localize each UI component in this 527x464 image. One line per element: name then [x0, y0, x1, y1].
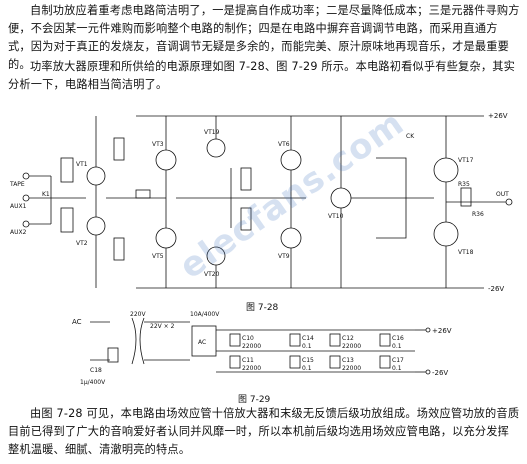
- capacitor-c18: [107, 347, 119, 363]
- capacitor-c14: [289, 333, 301, 347]
- c16-value: 0.1: [392, 343, 402, 350]
- plus-26v-terminal: [425, 327, 431, 333]
- supply-minus-26v-label: -26V: [432, 369, 448, 377]
- c17-label: C17: [392, 357, 404, 364]
- amplifier-schematic: +26V -26V TAPE AUX1 AUX2 K1 VT1 VT2 VT3 …: [9, 112, 513, 293]
- vt9-label: VT9: [278, 253, 290, 260]
- transistor-vt17: [433, 157, 459, 183]
- out-label: OUT: [496, 191, 509, 198]
- tape-label: TAPE: [9, 181, 25, 188]
- c13-label: C13: [342, 357, 354, 364]
- transistor-vt5: [155, 227, 177, 249]
- c12-value: 22000: [342, 343, 361, 350]
- plus-26v-label: +26V: [488, 112, 508, 120]
- vt5-label: VT5: [152, 253, 164, 260]
- r36-label: R36: [472, 211, 484, 218]
- transistor-vt18: [433, 221, 459, 247]
- vt1-label: VT1: [76, 161, 88, 168]
- transistor-vt10: [330, 187, 352, 209]
- resistor-r3: [113, 137, 125, 161]
- transistor-vt3: [155, 149, 177, 171]
- output-jack: [505, 198, 513, 206]
- vt6-label: VT6: [278, 141, 290, 148]
- transistor-vt19: [206, 138, 226, 158]
- transistor-vt2: [86, 216, 106, 236]
- vt19-label: VT19: [204, 129, 220, 136]
- resistor-r35: [460, 187, 472, 207]
- analysis-paragraph: 由图 7-28 可见，本电路由场效应管十倍放大器和末级无反馈后级功放组成。场效应…: [8, 407, 520, 456]
- capacitor-c11: [229, 355, 241, 369]
- ac-label: AC: [72, 318, 82, 326]
- resistor-r17: [240, 167, 252, 191]
- supply-plus-26v-label: +26V: [432, 327, 452, 335]
- c14-label: C14: [302, 335, 314, 342]
- capacitor-c16: [379, 333, 391, 347]
- c18-value: 1μ/400V: [80, 379, 106, 386]
- resistor-r1: [60, 157, 74, 183]
- power-supply-schematic: AC C18 1μ/400V 220V 22V × 2 10A/400V AC …: [72, 311, 452, 386]
- secondary-22v-label: 22V × 2: [150, 323, 175, 330]
- resistor-r10: [135, 189, 151, 199]
- aux1-jack: [22, 194, 30, 202]
- primary-220v-label: 220V: [130, 311, 146, 318]
- figure-caption-7-28: 图 7-28: [246, 303, 279, 313]
- tape-jack: [22, 172, 30, 180]
- minus-26v-label: -26V: [488, 285, 504, 293]
- c10-label: C10: [242, 335, 254, 342]
- capacitor-c12: [329, 333, 341, 347]
- capacitor-c10: [229, 333, 241, 347]
- c13-value: 22000: [342, 365, 361, 372]
- principle-paragraph: 功率放大器原理和所供给的电源原理如图 7-28、图 7-29 所示。本电路初看似…: [8, 60, 515, 91]
- c14-value: 0.1: [302, 343, 312, 350]
- ck-label: CK: [406, 133, 415, 140]
- c11-label: C11: [242, 357, 254, 364]
- c16-label: C16: [392, 335, 404, 342]
- aux1-label: AUX1: [10, 203, 27, 210]
- transformer-secondary: [139, 317, 145, 365]
- c17-value: 0.1: [392, 365, 402, 372]
- capacitor-c15: [289, 355, 301, 369]
- bridge-rectifier: [191, 325, 217, 357]
- c11-value: 22000: [242, 365, 261, 372]
- figure-caption-7-29: 图 7-29: [238, 395, 271, 405]
- resistor-r2: [60, 207, 74, 233]
- switch-k1-label: K1: [42, 191, 50, 198]
- vt10-label: VT10: [328, 213, 344, 220]
- c15-value: 0.1: [302, 365, 312, 372]
- capacitor-c17: [379, 355, 391, 369]
- fuse-label: 10A/400V: [190, 311, 220, 318]
- c12-label: C12: [342, 335, 354, 342]
- vt18-label: VT18: [458, 249, 474, 256]
- aux2-label: AUX2: [10, 229, 27, 236]
- minus-26v-terminal: [425, 369, 431, 375]
- r35-label: R35: [458, 181, 470, 188]
- intro-paragraph: 自制功放应着重考虑电路简洁明了，一是提高自作成功率；二是尽量降低成本；三是元器件…: [8, 4, 520, 71]
- resistor-r20: [240, 207, 252, 231]
- capacitor-c13: [329, 355, 341, 369]
- vt20-label: VT20: [204, 271, 220, 278]
- resistor-r4: [113, 237, 125, 261]
- transformer-primary: [131, 317, 137, 365]
- c10-value: 22000: [242, 343, 261, 350]
- c15-label: C15: [302, 357, 314, 364]
- aux2-jack: [22, 220, 30, 228]
- bridge-ac-label: AC: [198, 339, 206, 346]
- vt2-label: VT2: [76, 240, 88, 247]
- vt17-label: VT17: [458, 157, 474, 164]
- vt3-label: VT3: [152, 141, 164, 148]
- transistor-vt1: [86, 166, 106, 186]
- c18-label: C18: [90, 367, 102, 374]
- transistor-vt9: [280, 227, 302, 249]
